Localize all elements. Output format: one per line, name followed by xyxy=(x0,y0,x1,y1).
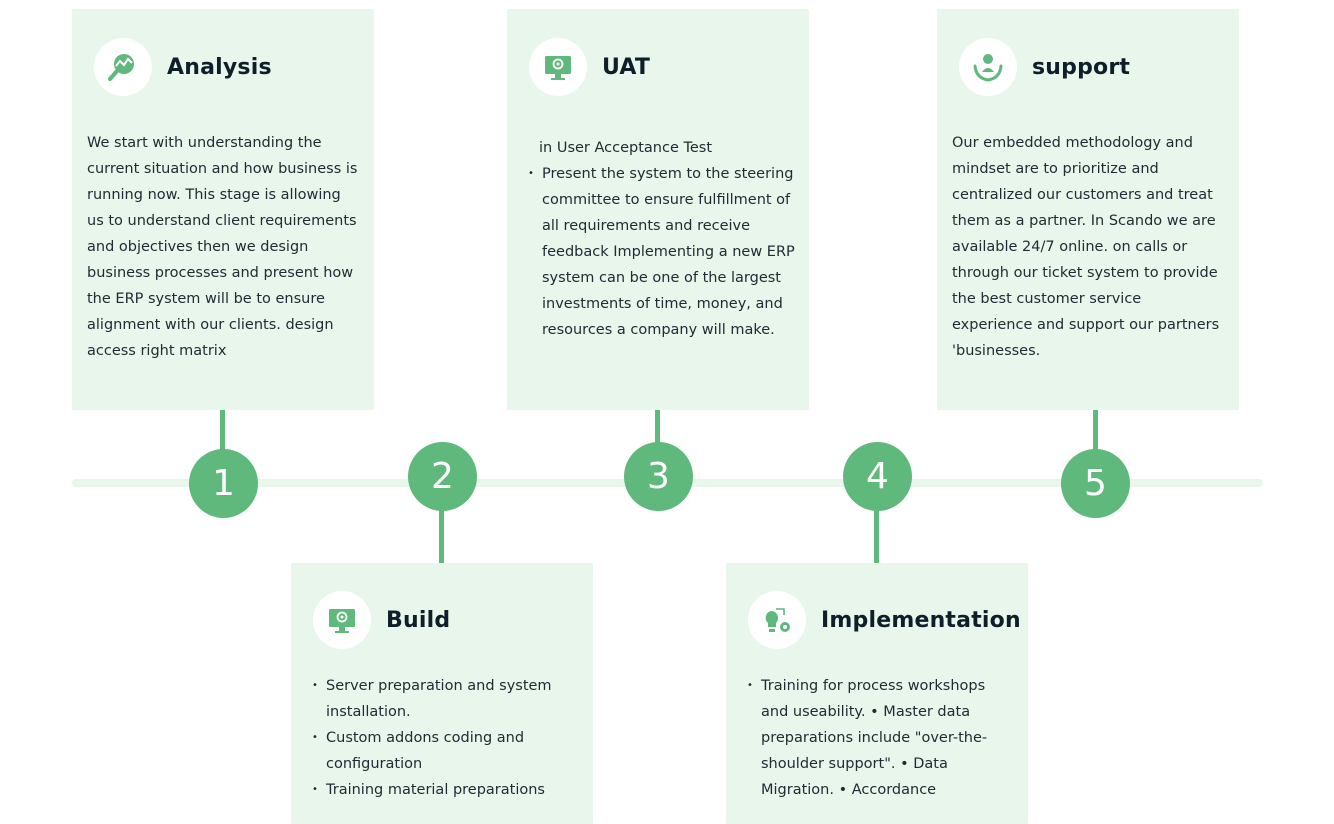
stem-4 xyxy=(874,508,879,563)
analysis-card-header: Analysis xyxy=(94,38,272,96)
implementation-bullet-item: Training for process workshops and useab… xyxy=(747,673,1006,803)
support-title: support xyxy=(1032,54,1131,80)
build-title: Build xyxy=(386,607,451,633)
implementation-bullet-list: Training for process workshops and useab… xyxy=(747,673,1006,803)
uat-card-header: UAT xyxy=(529,38,650,96)
implementation-icon-circle xyxy=(748,591,806,649)
support-card: support Our embedded methodology and min… xyxy=(937,9,1239,410)
timeline-node-3: 3 xyxy=(624,442,693,511)
implementation-card: Implementation Training for process work… xyxy=(726,563,1028,824)
build-bullet-item: Training material preparations xyxy=(312,777,579,803)
build-card-header: Build xyxy=(313,591,450,649)
support-icon-circle xyxy=(959,38,1017,96)
build-text: Server preparation and system installati… xyxy=(312,673,579,803)
support-text: Our embedded methodology and mindset are… xyxy=(952,135,1220,359)
uat-title: UAT xyxy=(602,54,651,80)
analysis-title: Analysis xyxy=(167,54,272,80)
uat-bullet-list: Present the system to the steering commi… xyxy=(528,161,795,343)
timeline-node-2: 2 xyxy=(408,442,477,511)
analysis-icon-circle xyxy=(94,38,152,96)
implementation-card-header: Implementation xyxy=(748,591,1021,649)
analysis-text: We start with understanding the current … xyxy=(87,135,358,359)
computer-gear-icon xyxy=(329,609,355,633)
build-bullet-item: Server preparation and system installati… xyxy=(312,673,579,725)
lightbulb-gears-icon xyxy=(765,608,790,632)
stem-2 xyxy=(439,508,444,563)
timeline-node-1: 1 xyxy=(189,449,258,518)
uat-icon-circle xyxy=(529,38,587,96)
implementation-title: Implementation xyxy=(821,607,1021,633)
stem-5 xyxy=(1093,410,1098,450)
build-card: Build Server preparation and system inst… xyxy=(291,563,593,824)
stem-3 xyxy=(655,410,660,443)
build-bullet-item: Custom addons coding and configuration xyxy=(312,725,579,777)
analysis-chart-magnifier-icon xyxy=(108,54,134,81)
implementation-text: Training for process workshops and useab… xyxy=(747,673,1006,803)
uat-intro: in User Acceptance Test xyxy=(539,140,713,156)
hands-person-care-icon xyxy=(973,54,1003,82)
build-bullet-list: Server preparation and system installati… xyxy=(312,673,579,803)
uat-card: UAT in User Acceptance Test Present the … xyxy=(507,9,809,410)
analysis-card: Analysis We start with understanding the… xyxy=(72,9,374,410)
uat-bullet-item: Present the system to the steering commi… xyxy=(528,161,795,343)
timeline-node-4: 4 xyxy=(843,442,912,511)
uat-text: in User Acceptance Test Present the syst… xyxy=(528,135,795,343)
computer-gear-icon xyxy=(545,56,571,80)
build-icon-circle xyxy=(313,591,371,649)
stem-1 xyxy=(220,410,225,450)
timeline-node-5: 5 xyxy=(1061,449,1130,518)
support-card-header: support xyxy=(959,38,1130,96)
